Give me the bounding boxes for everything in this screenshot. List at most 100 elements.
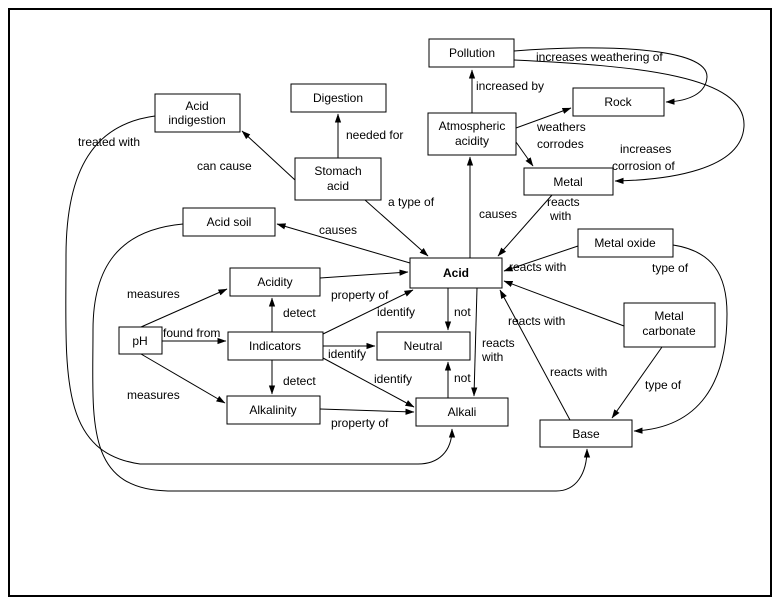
edge-label-corrodes: corrodes <box>537 137 584 151</box>
edge-metal-reacts-with-acid <box>497 194 553 257</box>
edge-label-weathers: weathers <box>536 120 586 134</box>
edge-label-needed-for: needed for <box>346 128 403 142</box>
image-border <box>8 8 772 597</box>
edge-label-can-cause: can cause <box>197 159 252 173</box>
node-stomach-acid: Stomach acid <box>294 157 382 201</box>
edge-label-identify-alkali: identify <box>374 372 412 386</box>
nodes: Pollution Digestion Acid indigestion Atm… <box>118 38 716 448</box>
node-metal-oxide: Metal oxide <box>577 228 674 258</box>
node-label: Base <box>572 427 600 441</box>
edge-label-reacts-with-alkali-line1: reacts <box>482 336 515 350</box>
node-label: Stomach <box>314 164 361 178</box>
edge-label-property-of-alkali: property of <box>331 416 389 430</box>
edge-label-increased-by: increased by <box>476 79 544 93</box>
node-label: Pollution <box>449 46 495 60</box>
node-atmospheric-acidity: Atmospheric acidity <box>427 112 517 156</box>
node-box <box>415 397 509 427</box>
edge-alkalinity-property-of-alkali <box>319 408 415 415</box>
edges <box>65 47 745 492</box>
edge-metal-carbonate-type-of-base <box>611 346 663 419</box>
edge-metal-carbonate-reacts-with-acid <box>503 280 625 327</box>
edge-label-not-acid: not <box>454 305 471 319</box>
edge-label-increases-weathering-of: increases weathering of <box>536 50 663 64</box>
node-box <box>294 157 382 201</box>
edge-label-detect-acidity: detect <box>283 306 316 320</box>
node-label: acidity <box>455 134 489 148</box>
edge-label-treated-with: treated with <box>78 135 140 149</box>
node-box <box>572 87 665 117</box>
edge-label-increases-corrosion-of-line1: increases <box>620 142 671 156</box>
edge-ph-measures-alkalinity <box>140 353 226 404</box>
node-label: indigestion <box>168 113 225 127</box>
edge-label-type-of-metal-carbonate: type of <box>645 378 682 392</box>
node-acid-indigestion: Acid indigestion <box>154 93 241 133</box>
node-ph: pH <box>118 326 163 355</box>
edge-pollution-increases-weathering-of-rock <box>513 47 708 105</box>
edge-metal-oxide-reacts-with-acid <box>503 245 579 272</box>
edge-label-causes-soil: causes <box>319 223 357 237</box>
edge-label-reacts-with-base: reacts with <box>550 365 607 379</box>
node-label: Alkali <box>448 405 477 419</box>
edge-label-increases-corrosion-of-line2: corrosion of <box>612 159 675 173</box>
edge-indicators-identify-acid <box>322 289 414 335</box>
node-box <box>523 167 614 196</box>
node-box <box>182 207 276 237</box>
edge-label-not-alkali: not <box>454 371 471 385</box>
node-acid-soil: Acid soil <box>182 207 276 237</box>
node-alkalinity: Alkalinity <box>226 395 321 425</box>
node-label: acid <box>327 179 349 193</box>
node-box <box>154 93 241 133</box>
edge-label-measures-alkalinity: measures <box>127 388 180 402</box>
edge-stomach-acid-a-type-of-acid <box>364 199 429 257</box>
edge-pollution-increases-corrosion-of-metal <box>513 59 745 184</box>
edge-label-measures-acidity: measures <box>127 287 180 301</box>
edge-label-reacts-with-metal-oxide: reacts with <box>509 260 566 274</box>
node-label: Rock <box>604 95 632 109</box>
edge-label-property-of-acid: property of <box>331 288 389 302</box>
node-digestion: Digestion <box>290 83 387 113</box>
node-box <box>623 302 716 348</box>
edge-label-reacts-with-metal-carbonate: reacts with <box>508 314 565 328</box>
edge-acid-soil-to-base <box>92 223 591 492</box>
node-box <box>427 112 517 156</box>
node-metal-carbonate: Metal carbonate <box>623 302 716 348</box>
node-label: Digestion <box>313 91 363 105</box>
edge-label-causes-atmospheric: causes <box>479 207 517 221</box>
node-label: Acidity <box>257 275 292 289</box>
edge-label-reacts-with-metal-line1: reacts <box>547 195 580 209</box>
edge-label-type-of-metal-oxide: type of <box>652 261 689 275</box>
node-label: Metal <box>553 175 582 189</box>
edge-base-reacts-with-acid <box>499 289 571 421</box>
node-label: Atmospheric <box>439 119 506 133</box>
node-alkali: Alkali <box>415 397 509 427</box>
node-box <box>226 395 321 425</box>
node-box <box>577 228 674 258</box>
node-label: pH <box>132 334 147 348</box>
edge-label-detect-alkalinity: detect <box>283 374 316 388</box>
node-label: Alkalinity <box>249 403 296 417</box>
edge-label-identify-neutral: identify <box>328 347 366 361</box>
node-base: Base <box>539 419 633 448</box>
edge-label-found-from: found from <box>163 326 220 340</box>
edge-label-reacts-with-alkali-line2: with <box>481 350 503 364</box>
node-box <box>227 331 324 361</box>
edge-atmospheric-acidity-weathers-rock <box>515 107 572 129</box>
node-label: Metal oxide <box>594 236 656 250</box>
node-pollution: Pollution <box>428 38 515 68</box>
node-indicators: Indicators <box>227 331 324 361</box>
edge-label-a-type-of: a type of <box>388 195 435 209</box>
edge-acidity-property-of-acid <box>319 269 409 279</box>
edge-stomach-acid-can-cause-acid-indigestion <box>241 130 296 181</box>
edge-indicators-identify-alkali <box>322 357 415 408</box>
node-label: Metal <box>654 309 683 323</box>
edge-acid-reacts-with-alkali <box>471 287 478 397</box>
node-label: carbonate <box>642 324 696 338</box>
node-label: Acid <box>443 266 469 280</box>
node-box <box>376 331 471 361</box>
node-label: Acid <box>185 99 208 113</box>
edge-ph-measures-acidity <box>140 288 228 328</box>
node-box <box>290 83 387 113</box>
edge-label-reacts-with-metal-line2: with <box>549 209 571 223</box>
